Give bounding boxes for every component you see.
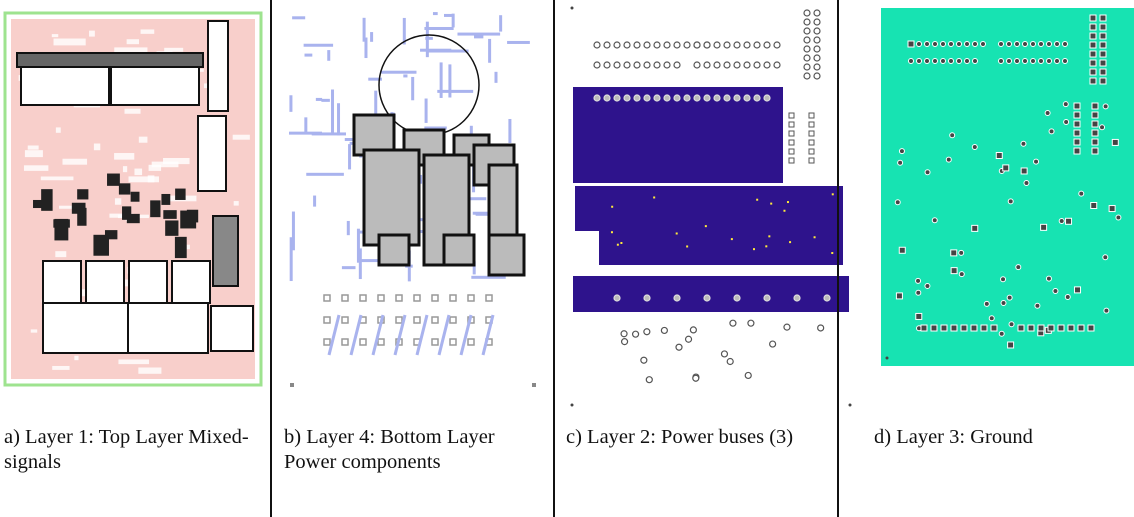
panel-layer-2: c) Layer 2: Power buses (3) <box>555 0 852 517</box>
divider <box>270 0 272 517</box>
divider <box>837 0 839 517</box>
pcb-layer-1-top-image <box>3 11 265 393</box>
caption-layer-4: b) Layer 4: Bottom Layer Power component… <box>284 426 495 473</box>
divider <box>553 0 555 517</box>
panel-layer-4: b) Layer 4: Bottom Layer Power component… <box>272 0 554 517</box>
pcb-layer-2-power-image <box>567 3 855 415</box>
caption-layer-1: a) Layer 1: Top Layer Mixed-signals <box>4 426 249 473</box>
caption-layer-2: c) Layer 2: Power buses (3) <box>566 426 794 448</box>
pcb-layer-3-ground-image <box>881 8 1134 368</box>
pcb-layer-4-bottom-image <box>284 5 542 389</box>
panel-layer-3: d) Layer 3: Ground <box>839 0 1134 517</box>
panel-layer-1: a) Layer 1: Top Layer Mixed-signals <box>0 0 270 517</box>
caption-layer-3: d) Layer 3: Ground <box>874 426 1033 448</box>
